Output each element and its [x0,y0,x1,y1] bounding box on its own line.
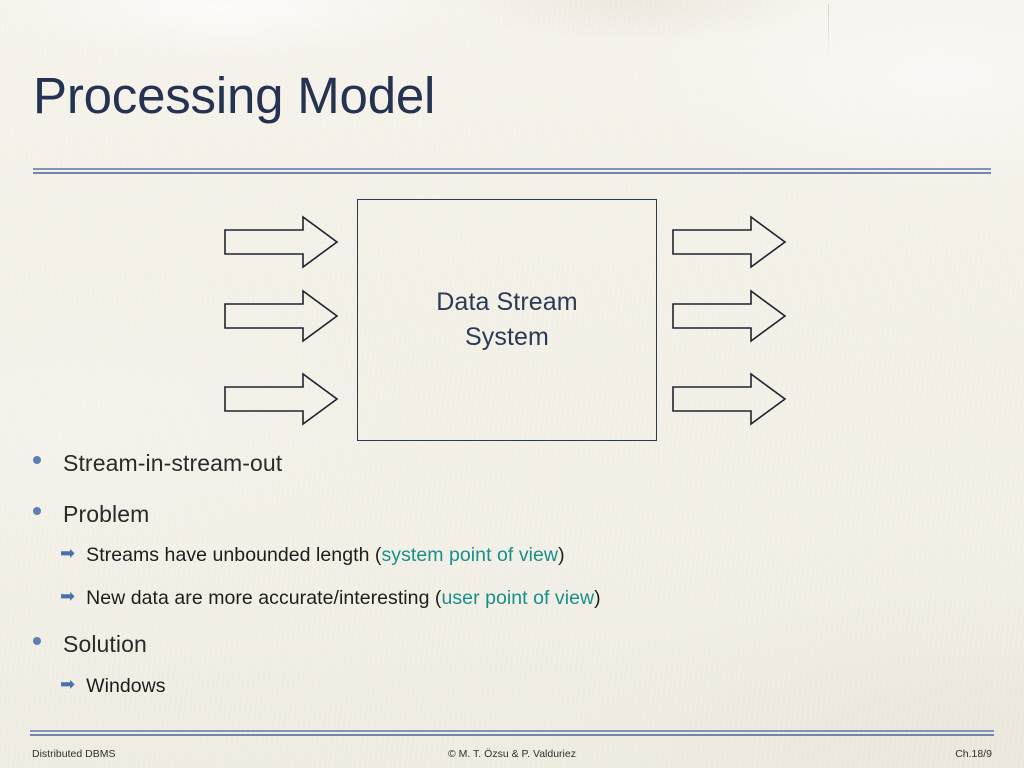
footer-course-label: Distributed DBMS [32,748,116,760]
divider-line-upper [30,730,994,732]
arrow-bullet-icon: ➡ [60,674,76,694]
bullet-dot-icon [33,456,41,464]
slide-footer: Distributed DBMS © M. T. Özsu & P. Valdu… [30,748,994,764]
sub-bullet-text-suffix: ) [558,544,565,566]
divider-line-upper [33,168,991,170]
sub-bullet-text: Windows [86,675,166,697]
sub-bullet-text-highlight: user point of view [441,587,595,609]
page-title: Processing Model [33,67,436,124]
bullet-dot-icon [33,507,41,515]
data-stream-system-label: Data Stream System [436,285,577,356]
sub-bullet-text-suffix: ) [594,587,601,609]
sub-bullet-windows: ➡ Windows [60,675,166,698]
arrow-bullet-icon: ➡ [60,586,76,606]
bullet-problem: Problem [33,501,149,528]
footer-divider [30,730,994,736]
box-label-line-1: Data Stream [436,287,578,316]
input-stream-3-arrow [224,372,339,426]
divider-line-lower [33,172,991,174]
sub-bullet-text: New data are more accurate/interesting (… [86,587,601,610]
sub-bullet-text: Streams have unbounded length (system po… [86,544,564,567]
box-label-line-2: System [465,323,549,351]
arrow-bullet-icon: ➡ [60,543,76,563]
output-stream-3-arrow [672,372,787,426]
sub-bullet-unbounded-length: ➡ Streams have unbounded length (system … [60,544,565,567]
footer-page-number: Ch.18/9 [955,748,992,760]
bullet-label: Stream-in-stream-out [63,450,283,476]
sub-bullet-text-highlight: system point of view [381,544,559,566]
output-stream-2-arrow [672,289,787,343]
bullet-label: Solution [63,631,147,657]
sub-bullet-text-prefix: New data are more accurate/interesting ( [86,587,442,609]
sub-bullet-new-data: ➡ New data are more accurate/interesting… [60,587,601,610]
divider-line-lower [30,734,994,736]
input-stream-1-arrow [224,215,339,269]
bullet-stream-in-stream-out: Stream-in-stream-out [33,450,282,477]
data-stream-system-box: Data Stream System [357,199,657,441]
input-stream-2-arrow [224,289,339,343]
footer-copyright-label: © M. T. Özsu & P. Valduriez [448,748,576,760]
bullet-label: Problem [63,501,150,527]
output-stream-1-arrow [672,215,787,269]
bullet-solution: Solution [33,631,147,658]
title-divider [33,168,991,174]
sub-bullet-text-prefix: Streams have unbounded length ( [86,544,382,566]
bullet-dot-icon [33,637,41,645]
